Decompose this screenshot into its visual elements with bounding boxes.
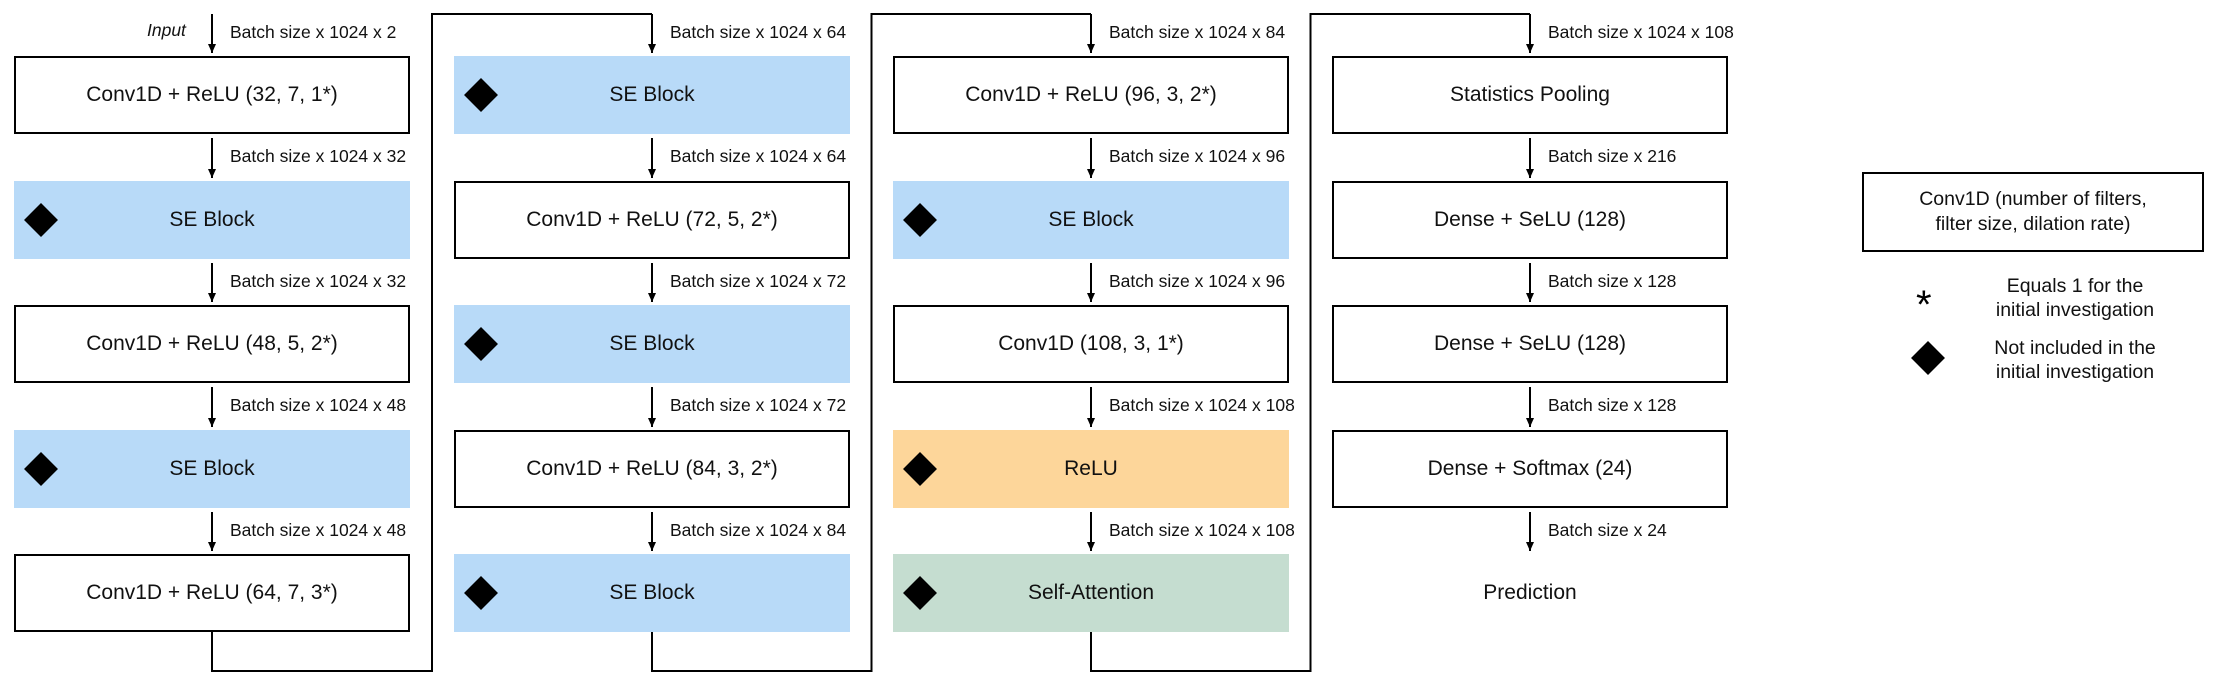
block-label: Conv1D + ReLU (48, 5, 2*)	[86, 332, 338, 355]
shape-label: Batch size x 1024 x 96	[1109, 271, 1286, 291]
block-conv: Conv1D + ReLU (96, 3, 2*)	[893, 56, 1289, 134]
block-conv: Conv1D (108, 3, 1*)	[893, 305, 1289, 383]
block-se: SE Block	[14, 430, 410, 508]
legend-star-line1: Equals 1 for the	[2006, 275, 2144, 297]
block-relu: ReLU	[893, 430, 1289, 508]
column-connector	[211, 13, 652, 672]
diamond-icon	[903, 203, 937, 237]
block-label: SE Block	[169, 208, 255, 231]
block-plain: Prediction	[1332, 554, 1728, 632]
block-se: SE Block	[454, 554, 850, 632]
shape-label: Batch size x 1024 x 32	[230, 146, 407, 166]
shape-label: Batch size x 1024 x 64	[670, 22, 847, 42]
block-se: SE Block	[454, 305, 850, 383]
legend-diamond-line1: Not included in the	[1994, 337, 2156, 359]
shape-label: Batch size x 1024 x 48	[230, 395, 407, 415]
diamond-icon	[903, 452, 937, 486]
block-label: ReLU	[1064, 457, 1118, 480]
asterisk-icon: *	[1916, 283, 1932, 327]
block-se: SE Block	[14, 181, 410, 259]
diamond-icon	[464, 327, 498, 361]
shape-label: Batch size x 1024 x 108	[1109, 520, 1295, 540]
block-label: Self-Attention	[1027, 581, 1155, 604]
block-conv: Conv1D + ReLU (64, 7, 3*)	[14, 554, 410, 632]
input-label: Input	[147, 20, 186, 40]
shape-label: Batch size x 128	[1548, 395, 1677, 415]
block-label: Conv1D + ReLU (84, 3, 2*)	[526, 457, 778, 480]
legend-star-line2: initial investigation	[1995, 299, 2155, 322]
shape-label: Batch size x 1024 x 72	[670, 395, 847, 415]
legend-diamond-line2: initial investigation	[1995, 361, 2155, 384]
block-conv: Statistics Pooling	[1332, 56, 1728, 134]
block-label: Conv1D + ReLU (96, 3, 2*)	[965, 83, 1217, 106]
block-label: SE Block	[609, 83, 695, 106]
shape-label: Batch size x 1024 x 2	[230, 22, 397, 42]
block-conv: Conv1D + ReLU (84, 3, 2*)	[454, 430, 850, 508]
block-label: Prediction	[1483, 581, 1577, 604]
block-label: Conv1D + ReLU (32, 7, 1*)	[86, 83, 338, 106]
shape-label: Batch size x 1024 x 108	[1548, 22, 1734, 42]
block-attention: Self-Attention	[893, 554, 1289, 632]
diamond-icon	[24, 452, 58, 486]
diamond-icon	[464, 576, 498, 610]
legend-diamond-text: Not included in the initial investigatio…	[1950, 336, 2200, 385]
diamond-icon	[903, 576, 937, 610]
column-connector	[651, 13, 1091, 672]
block-conv: Conv1D + ReLU (72, 5, 2*)	[454, 181, 850, 259]
block-conv: Conv1D + ReLU (32, 7, 1*)	[14, 56, 410, 134]
block-label: Statistics Pooling	[1450, 83, 1610, 106]
block-se: SE Block	[893, 181, 1289, 259]
block-label: Conv1D (108, 3, 1*)	[998, 332, 1184, 355]
legend-conv-box: Conv1D (number of filters, filter size, …	[1862, 172, 2204, 252]
legend-conv-line1: Conv1D (number of filters,	[1919, 187, 2147, 210]
block-label: Conv1D + ReLU (72, 5, 2*)	[526, 208, 778, 231]
diamond-icon	[24, 203, 58, 237]
shape-label: Batch size x 1024 x 96	[1109, 146, 1286, 166]
shape-label: Batch size x 1024 x 108	[1109, 395, 1295, 415]
shape-label: Batch size x 1024 x 32	[230, 271, 407, 291]
block-label: SE Block	[609, 332, 695, 355]
legend-conv-line2: filter size, dilation rate)	[1935, 213, 2131, 235]
block-se: SE Block	[454, 56, 850, 134]
shape-label: Batch size x 1024 x 48	[230, 520, 407, 540]
block-label: SE Block	[609, 581, 695, 604]
shape-label: Batch size x 1024 x 64	[670, 146, 847, 166]
shape-label: Batch size x 1024 x 84	[670, 520, 847, 540]
diamond-icon	[464, 78, 498, 112]
shape-label: Batch size x 1024 x 84	[1109, 22, 1286, 42]
block-conv: Dense + Softmax (24)	[1332, 430, 1728, 508]
block-label: Dense + Softmax (24)	[1427, 457, 1633, 480]
block-conv: Conv1D + ReLU (48, 5, 2*)	[14, 305, 410, 383]
block-label: SE Block	[169, 457, 255, 480]
column-connector	[1090, 13, 1530, 672]
block-conv: Dense + SeLU (128)	[1332, 181, 1728, 259]
block-label: SE Block	[1048, 208, 1134, 231]
legend-star-text: Equals 1 for the initial investigation	[1960, 274, 2190, 323]
block-label: Dense + SeLU (128)	[1433, 332, 1627, 355]
block-label: Conv1D + ReLU (64, 7, 3*)	[86, 581, 338, 604]
shape-label: Batch size x 24	[1548, 520, 1667, 540]
shape-label: Batch size x 1024 x 72	[670, 271, 847, 291]
block-conv: Dense + SeLU (128)	[1332, 305, 1728, 383]
shape-label: Batch size x 216	[1548, 146, 1677, 166]
block-label: Dense + SeLU (128)	[1433, 208, 1627, 231]
shape-label: Batch size x 128	[1548, 271, 1677, 291]
